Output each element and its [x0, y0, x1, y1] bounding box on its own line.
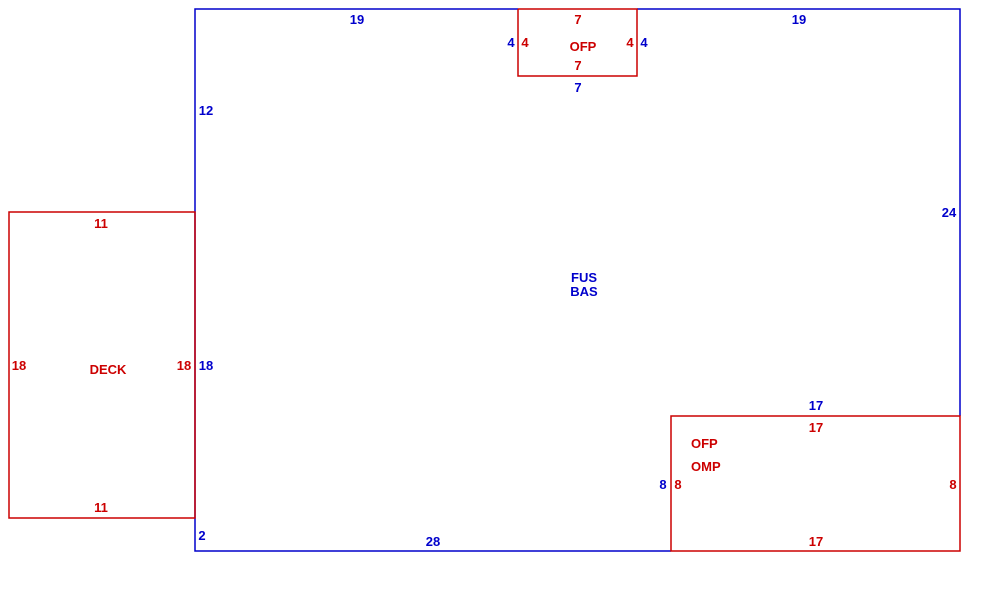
- main-area-code-fus: FUS: [571, 270, 597, 285]
- main-dim-omp-notch-top: 17: [809, 398, 823, 413]
- deck-dim-bottom: 11: [94, 500, 108, 515]
- main-dim-top-left: 19: [350, 12, 364, 27]
- main-area-code-bas: BAS: [570, 284, 598, 299]
- ofp-top-dim-bottom: 7: [574, 58, 581, 73]
- main-dim-left-upper: 12: [199, 103, 213, 118]
- main-dim-left-lower: 18: [199, 358, 213, 373]
- deck-dim-top: 11: [94, 216, 108, 231]
- ofp-top-dim-left: 4: [521, 35, 529, 50]
- deck-outline: [8, 211, 196, 519]
- ofp-omp-dim-bottom: 17: [809, 534, 823, 549]
- main-dim-omp-notch-left: 8: [659, 477, 666, 492]
- main-dim-ofp-notch-bottom: 7: [574, 80, 581, 95]
- ofp-omp-dim-right: 8: [949, 477, 956, 492]
- main-structure-outline-right: [637, 8, 961, 416]
- deck-dim-right: 18: [177, 358, 191, 373]
- main-dim-ofp-notch-left: 4: [507, 35, 515, 50]
- main-dim-top-right: 19: [792, 12, 806, 27]
- main-dim-right: 24: [942, 205, 957, 220]
- ofp-omp-label-ofp: OFP: [691, 436, 718, 451]
- main-dim-left-bottom: 2: [198, 528, 205, 543]
- ofp-omp-dim-left: 8: [674, 477, 681, 492]
- ofp-omp-label-omp: OMP: [691, 459, 721, 474]
- main-dim-ofp-notch-right: 4: [640, 35, 648, 50]
- ofp-omp-outline: [670, 415, 961, 552]
- main-structure-outline: [194, 8, 671, 552]
- ofp-top-dim-top: 7: [574, 12, 581, 27]
- deck-dim-left: 18: [12, 358, 26, 373]
- ofp-top-label: OFP: [570, 39, 597, 54]
- deck-label: DECK: [90, 362, 127, 377]
- main-dim-bottom: 28: [426, 534, 440, 549]
- ofp-top-outline: [517, 8, 638, 77]
- ofp-top-dim-right: 4: [626, 35, 634, 50]
- ofp-omp-dim-top: 17: [809, 420, 823, 435]
